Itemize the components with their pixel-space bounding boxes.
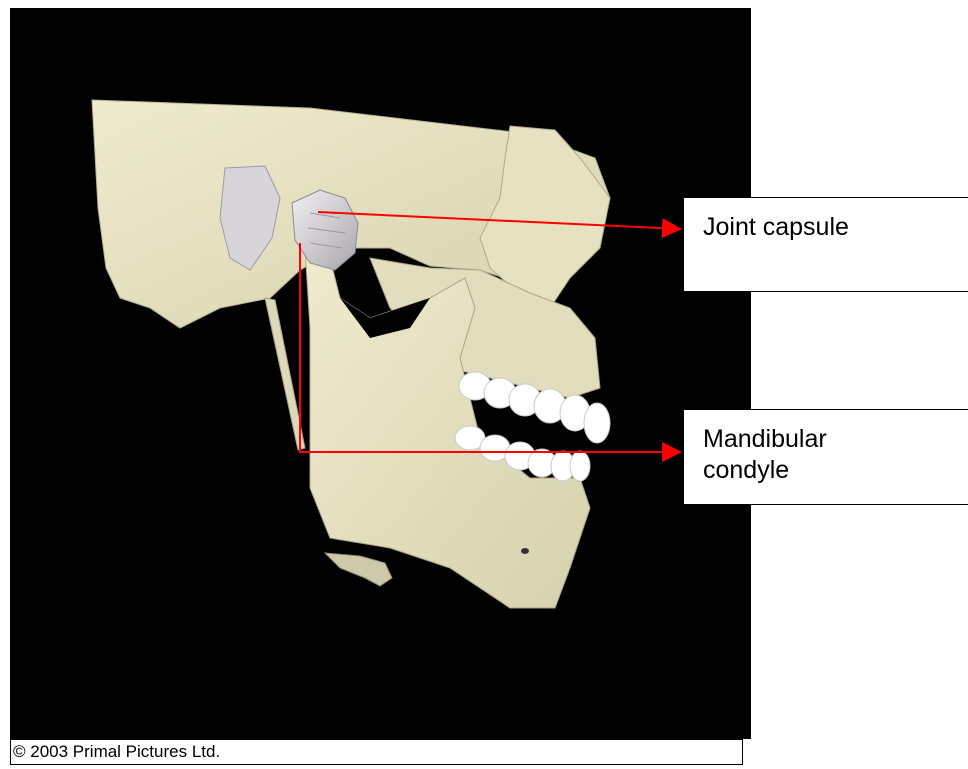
mental-foramen [521, 548, 529, 554]
bone-fragment [325, 553, 392, 586]
copyright-credit: © 2003 Primal Pictures Ltd. [10, 739, 743, 765]
mandibular-condyle-text-line1: Mandibular [703, 424, 968, 455]
anatomy-illustration [10, 8, 751, 739]
skull-render [10, 8, 751, 739]
joint-capsule-label: Joint capsule [683, 197, 968, 292]
mandibular-condyle-label: Mandibular condyle [683, 409, 968, 505]
mandibular-condyle-text-line2: condyle [703, 455, 968, 486]
styloid-process [265, 298, 305, 450]
joint-capsule-text: Joint capsule [703, 212, 968, 243]
